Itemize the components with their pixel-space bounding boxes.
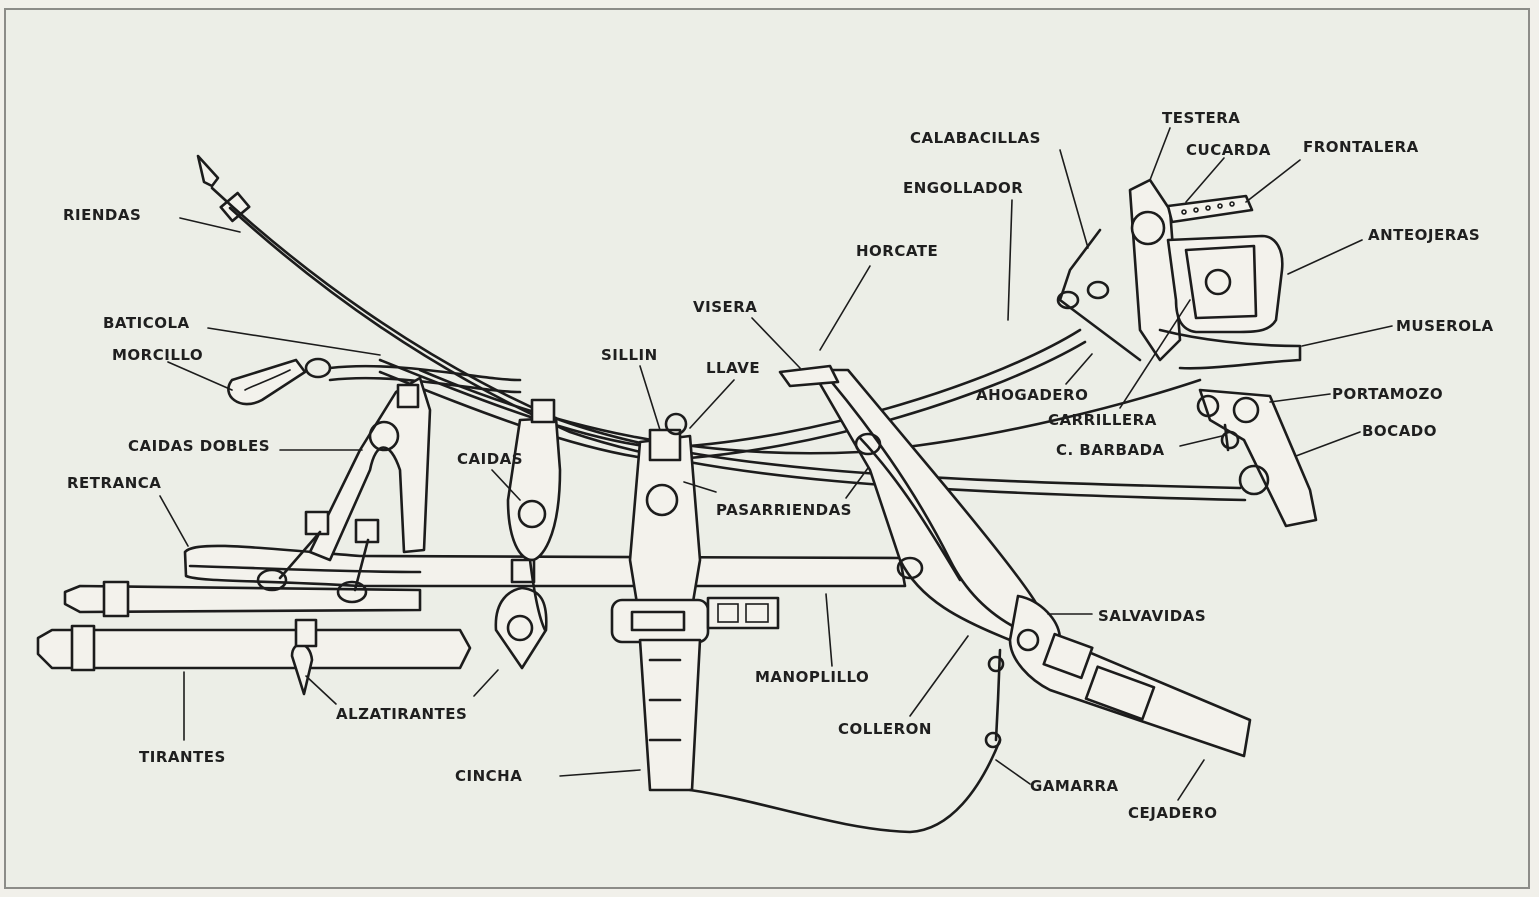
label-anteojeras: ANTEOJERAS — [1368, 226, 1480, 244]
label-colleron: COLLERON — [838, 720, 932, 738]
label-alzatirantes: ALZATIRANTES — [336, 705, 467, 723]
label-sillin: SILLIN — [601, 346, 658, 364]
label-c-barbada: C. BARBADA — [1056, 441, 1165, 459]
label-salvavidas: SALVAVIDAS — [1098, 607, 1206, 625]
label-manoplillo: MANOPLILLO — [755, 668, 869, 686]
label-testera: TESTERA — [1162, 109, 1240, 127]
label-caidas-dobles: CAIDAS DOBLES — [128, 437, 270, 455]
label-ahogadero: AHOGADERO — [976, 386, 1088, 404]
label-portamozo: PORTAMOZO — [1332, 385, 1443, 403]
label-engollador: ENGOLLADOR — [903, 179, 1023, 197]
label-visera: VISERA — [693, 298, 757, 316]
label-caidas: CAIDAS — [457, 450, 523, 468]
label-baticola: BATICOLA — [103, 314, 190, 332]
label-frontalera: FRONTALERA — [1303, 138, 1419, 156]
label-cucarda: CUCARDA — [1186, 141, 1271, 159]
label-riendas: RIENDAS — [63, 206, 141, 224]
label-bocado: BOCADO — [1362, 422, 1437, 440]
label-calabacillas: CALABACILLAS — [910, 129, 1041, 147]
label-cincha: CINCHA — [455, 767, 522, 785]
label-muserola: MUSEROLA — [1396, 317, 1494, 335]
label-cejadero: CEJADERO — [1128, 804, 1217, 822]
label-pasarriendas: PASARRIENDAS — [716, 501, 852, 519]
label-retranca: RETRANCA — [67, 474, 161, 492]
bridle-drawing — [1058, 180, 1316, 526]
label-morcillo: MORCILLO — [112, 346, 203, 364]
loin-drops-drawing — [496, 400, 560, 668]
label-gamarra: GAMARRA — [1030, 777, 1119, 795]
label-carrillera: CARRILLERA — [1048, 411, 1157, 429]
harness-drawing — [38, 156, 1316, 832]
label-tirantes: TIRANTES — [139, 748, 226, 766]
label-llave: LLAVE — [706, 359, 760, 377]
label-horcate: HORCATE — [856, 242, 938, 260]
